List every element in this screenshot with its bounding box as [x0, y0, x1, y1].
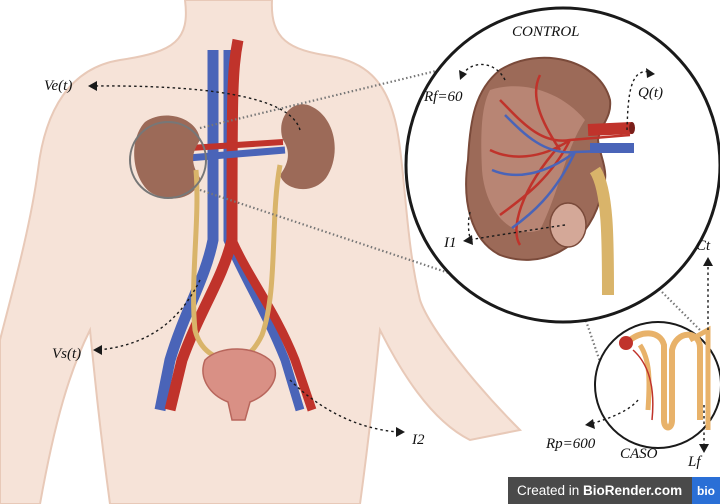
label-lf: Lf	[687, 454, 702, 470]
label-rp: Rp=600	[545, 436, 596, 452]
label-i2: I2	[411, 432, 425, 448]
signal-arrows	[88, 63, 713, 453]
badge-brand: BioRender.com	[583, 483, 683, 498]
label-ct: Ct	[696, 238, 711, 254]
human-torso-icon	[0, 0, 523, 504]
control-panel	[404, 6, 720, 324]
bladder-icon	[202, 348, 277, 421]
kidney-icon	[134, 104, 335, 199]
label-i1: I1	[443, 235, 457, 251]
label-ve: Ve(t)	[44, 78, 72, 94]
caso-panel	[594, 321, 720, 449]
label-vs: Vs(t)	[52, 346, 81, 362]
zoom-circle-kidney	[129, 121, 207, 199]
biorender-logo-icon: bio	[692, 477, 720, 504]
label-rf: Rf=60	[423, 89, 463, 105]
biorender-badge[interactable]: Created in BioRender.com bio	[508, 477, 720, 504]
badge-prefix: Created in	[517, 483, 584, 498]
aorta-and-vena-cava	[154, 38, 317, 412]
label-caso: CASO	[620, 446, 658, 462]
label-q: Q(t)	[638, 85, 663, 101]
diagram-labels: CONTROL Ve(t) Rf=60 Q(t) I1 Ct Vs(t) I2 …	[44, 24, 711, 470]
label-control: CONTROL	[512, 24, 580, 40]
